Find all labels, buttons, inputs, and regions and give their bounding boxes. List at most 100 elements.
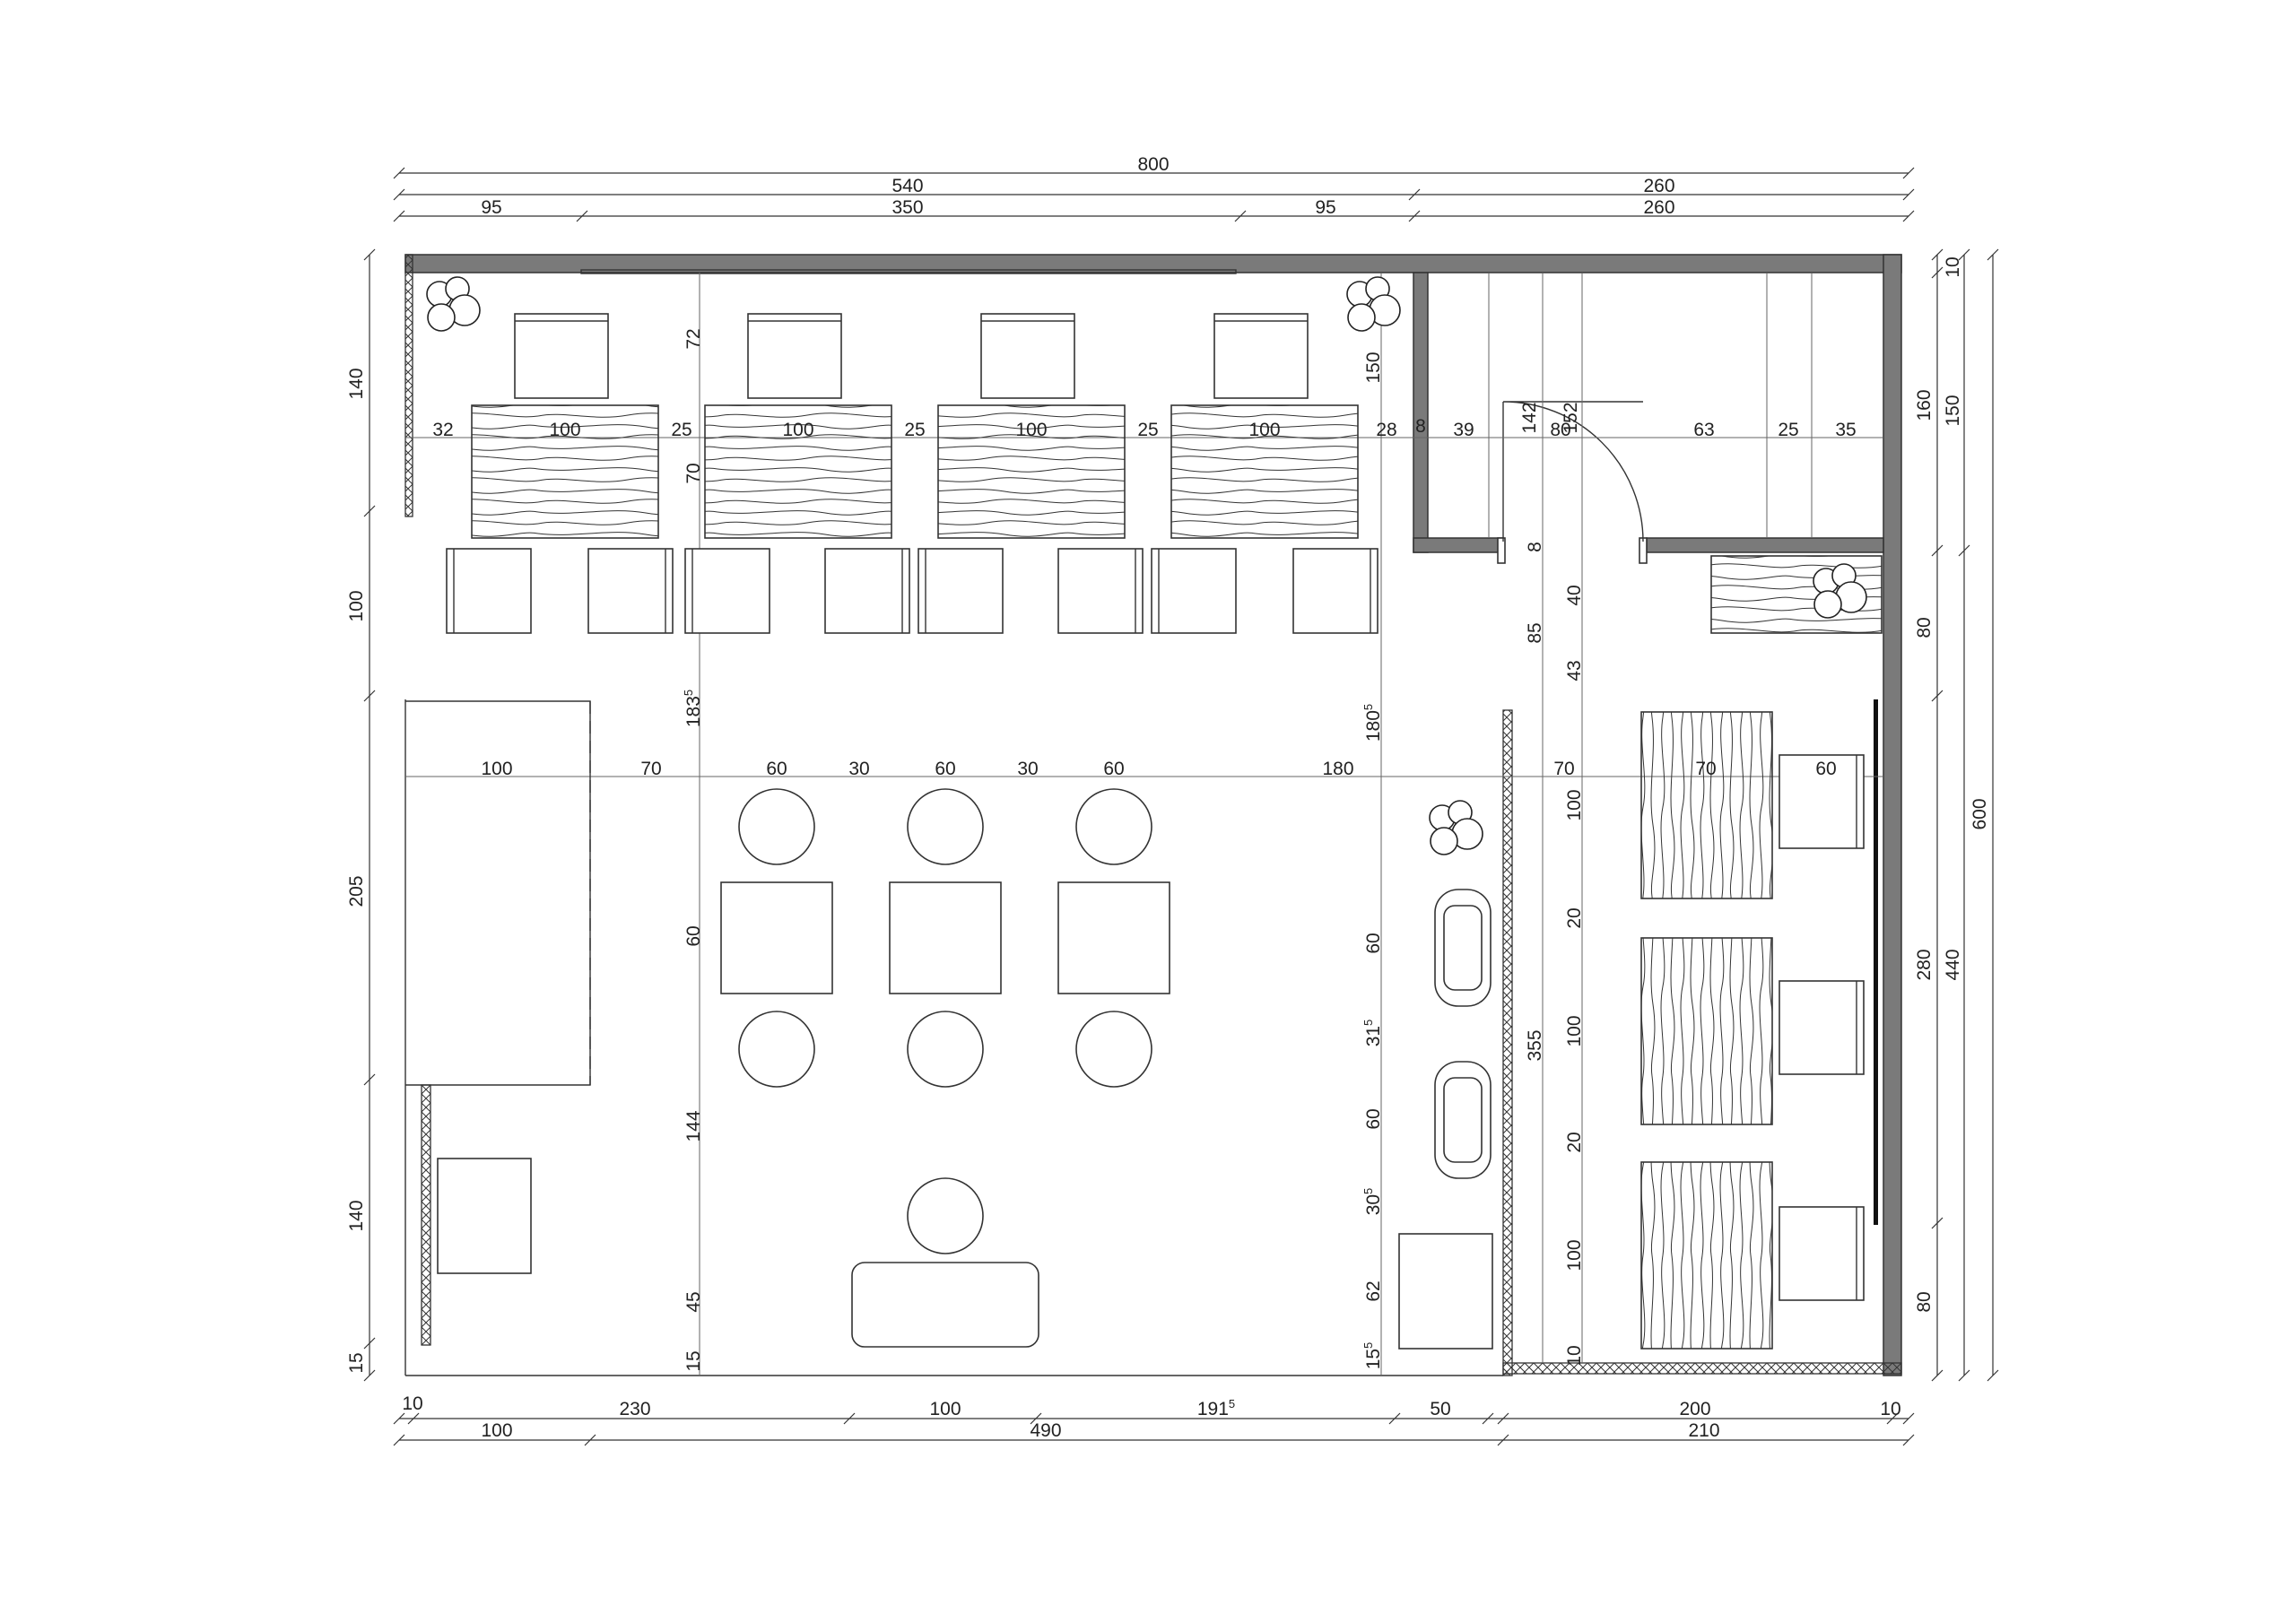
dim-h-32: 32	[432, 420, 453, 440]
dim-left-205: 205	[346, 875, 367, 907]
dim-right-80: 80	[1914, 1291, 1935, 1312]
plant-icon	[1346, 276, 1401, 332]
dim-m-180: 180	[1322, 759, 1353, 779]
desk-unit	[1151, 313, 1378, 634]
row-dimensions-middle: 100 70 60 30 60 30 60 180 70 70 60	[481, 759, 1836, 779]
desk-unit	[684, 313, 910, 634]
plant-icon	[1813, 563, 1867, 619]
dim-v-31: 315	[1361, 1020, 1384, 1047]
top-desks	[446, 313, 1378, 634]
window-top	[580, 269, 1237, 274]
dim-v-100: 100	[1564, 1239, 1585, 1271]
left-zone	[405, 700, 591, 1274]
dim-v-355: 355	[1525, 1029, 1545, 1061]
dim-v-20: 20	[1564, 907, 1585, 928]
dim-bottom-10: 10	[402, 1393, 422, 1414]
dim-top-total: 800	[1137, 154, 1169, 175]
dim-top-260-b: 260	[1643, 197, 1674, 218]
dim-right-440: 440	[1943, 949, 1963, 980]
dim-m-70: 70	[1695, 759, 1716, 779]
dim-v-70: 70	[683, 463, 704, 483]
dim-h-25: 25	[671, 420, 691, 440]
dim-m-60: 60	[766, 759, 787, 779]
dim-h-100: 100	[782, 420, 813, 440]
dim-m-30: 30	[1017, 759, 1038, 779]
corridor	[1398, 889, 1493, 1350]
dim-bottom-100: 100	[481, 1420, 512, 1441]
left-dimensions: 140 100 205 140 15	[346, 248, 376, 1382]
dim-m-100: 100	[481, 759, 512, 779]
dim-h-80: 80	[1550, 420, 1570, 440]
inner-dimensions-a: 72 70 1835 60 144 45 15	[682, 328, 704, 1371]
dim-h-100: 100	[1015, 420, 1047, 440]
plant-icon	[1429, 800, 1483, 855]
dim-right-600: 600	[1970, 798, 1990, 829]
cabinet	[437, 1158, 532, 1274]
dim-m-60: 60	[1103, 759, 1124, 779]
dim-v-60: 60	[1363, 1108, 1384, 1129]
dim-top-350: 350	[891, 197, 923, 218]
partition-left-top	[404, 254, 413, 517]
dim-v-20: 20	[1564, 1132, 1585, 1152]
dim-h-25: 25	[1137, 420, 1158, 440]
dim-v-8: 8	[1525, 542, 1545, 552]
dim-right-160: 160	[1914, 389, 1935, 421]
desk-unit	[918, 313, 1144, 634]
row-dimensions-top: 32 100 25 100 25 100 25 100 28 8 39 80 6…	[432, 402, 1856, 440]
dim-h-63: 63	[1693, 420, 1714, 440]
dim-v-60: 60	[683, 925, 704, 946]
dim-h-35: 35	[1835, 420, 1856, 440]
dim-h-100: 100	[1248, 420, 1280, 440]
plant-icon	[426, 276, 481, 332]
dim-m-60: 60	[935, 759, 955, 779]
wall-inner-bottom-left	[1413, 537, 1504, 553]
dim-v-10: 10	[1564, 1345, 1585, 1366]
dim-left-140: 140	[346, 368, 367, 399]
dim-bottom-230: 230	[619, 1399, 650, 1419]
dim-door-152: 152	[1561, 402, 1581, 433]
dim-v-30: 305	[1361, 1188, 1384, 1216]
top-dimensions: 800 540 260 95 350 95 260	[393, 154, 1915, 222]
dim-v-45: 45	[683, 1291, 704, 1312]
reception-chair	[907, 1177, 984, 1254]
desk-unit	[446, 313, 674, 634]
partition-corridor	[1502, 709, 1513, 1376]
door-swing	[1502, 401, 1644, 542]
grid-lines	[405, 273, 1883, 1376]
right-office	[1640, 555, 1883, 1350]
wall-bottom-right	[1502, 1362, 1902, 1375]
dim-v-144: 144	[683, 1110, 704, 1141]
dim-top-260-a: 260	[1643, 176, 1674, 196]
bottom-dimensions: 10 230 100 1915 50 200 10 100 490 210	[393, 1393, 1915, 1446]
dim-v-100: 100	[1564, 789, 1585, 820]
inner-dimensions-c: 8 85 355 40 43 100 20 100 20 100 10	[1525, 542, 1585, 1367]
counter-outline	[405, 700, 591, 1086]
dim-right-280: 280	[1914, 949, 1935, 980]
dim-v-62: 62	[1363, 1280, 1384, 1301]
dim-bottom-210: 210	[1688, 1420, 1719, 1441]
dim-bottom-50: 50	[1430, 1399, 1450, 1419]
dim-m-70: 70	[1553, 759, 1574, 779]
dim-v-150: 150	[1363, 352, 1384, 383]
dim-top-95-a: 95	[481, 197, 501, 218]
dim-v-40: 40	[1564, 585, 1585, 605]
dim-left-15: 15	[346, 1352, 367, 1373]
dim-right-10: 10	[1943, 256, 1963, 277]
walls	[404, 254, 1902, 1376]
dim-v-85: 85	[1525, 622, 1545, 643]
dim-v-60: 60	[1363, 933, 1384, 953]
dim-right-80: 80	[1914, 617, 1935, 638]
partition-left-bottom	[421, 1084, 431, 1346]
meeting-area	[720, 788, 1170, 1348]
dim-bottom-100: 100	[929, 1399, 961, 1419]
dim-v-43: 43	[1564, 660, 1585, 681]
dim-m-30: 30	[848, 759, 869, 779]
side-cabinet	[1398, 1233, 1493, 1350]
dim-right-150: 150	[1943, 395, 1963, 426]
dim-bottom-10: 10	[1880, 1399, 1900, 1419]
right-dimensions: 10 160 80 280 80 150 440 600	[1914, 248, 1999, 1382]
dim-m-60: 60	[1815, 759, 1836, 779]
dim-v-183: 1835	[682, 690, 704, 727]
dim-h-39: 39	[1453, 420, 1474, 440]
